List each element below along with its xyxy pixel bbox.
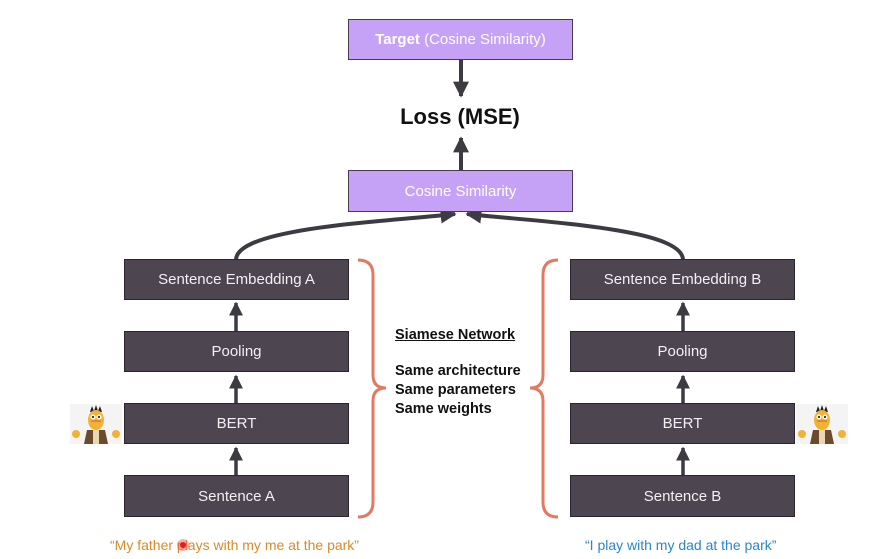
left-embedding-box: Sentence Embedding A — [124, 259, 349, 300]
arrow-embedding-a-to-cosine — [234, 207, 457, 261]
siamese-title: Siamese Network — [395, 327, 516, 343]
target-label-bold: Target — [375, 31, 420, 48]
left-sentence-box: Sentence A — [124, 475, 349, 517]
left-curly-bracket — [357, 258, 387, 519]
left-example-sentence: “My father plays with my me at the park” — [110, 537, 359, 553]
siamese-line-parameters: Same parameters — [395, 382, 516, 398]
target-box: Target (Cosine Similarity) — [348, 19, 573, 60]
pointer-highlight-icon — [177, 539, 189, 551]
right-pooling-box: Pooling — [570, 331, 795, 372]
siamese-line-weights: Same weights — [395, 401, 492, 417]
right-embedding-box: Sentence Embedding B — [570, 259, 795, 300]
loss-label: Loss (MSE) — [400, 104, 520, 129]
bert-character-left-image — [70, 404, 122, 444]
target-label-rest: (Cosine Similarity) — [419, 31, 546, 48]
siamese-note: Siamese Network Same architecture Same p… — [395, 326, 521, 419]
cosine-similarity-box: Cosine Similarity — [348, 170, 573, 212]
right-bert-box: BERT — [570, 403, 795, 444]
siamese-line-architecture: Same architecture — [395, 363, 521, 379]
bert-character-right-image — [796, 404, 848, 444]
right-example-sentence: “I play with my dad at the park” — [585, 537, 777, 553]
left-bert-box: BERT — [124, 403, 349, 444]
right-curly-bracket — [529, 258, 559, 519]
arrow-embedding-b-to-cosine — [465, 207, 685, 261]
left-pooling-box: Pooling — [124, 331, 349, 372]
right-sentence-box: Sentence B — [570, 475, 795, 517]
